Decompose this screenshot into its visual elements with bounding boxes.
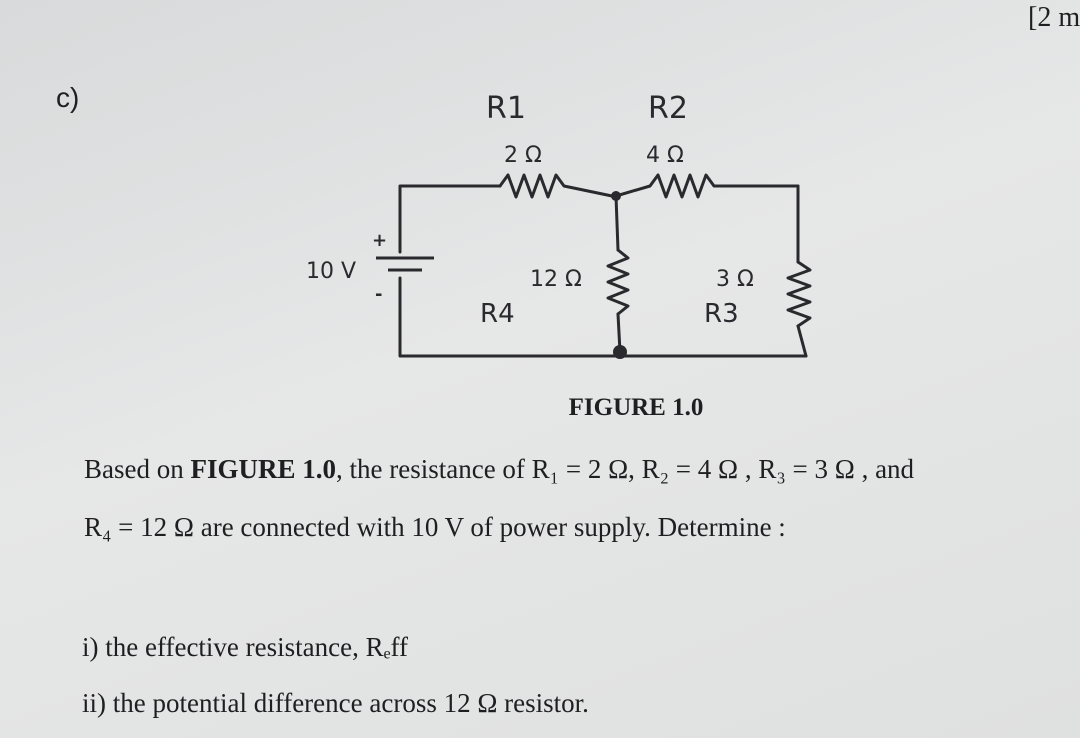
figure-caption: FIGURE 1.0 (568, 394, 704, 421)
wire-middle-top (614, 194, 620, 252)
wire-left-top (398, 184, 502, 254)
r4-name: R4 (480, 299, 515, 329)
figure-reference: FIGURE 1.0 (190, 454, 336, 484)
resistor-r1 (498, 173, 614, 199)
question-item-2: ii) the potential difference across 12 Ω… (82, 688, 589, 718)
junction-bottom (613, 345, 627, 359)
paragraph-line-1-end: , the resistance of R₁ = 2 Ω, R₂ = 4 Ω ,… (336, 454, 915, 484)
r1-value: 2 Ω (504, 143, 542, 168)
r1-name: R1 (486, 91, 526, 126)
resistor-r3 (786, 260, 812, 328)
paragraph-line-2: R₄ = 12 Ω are connected with 10 V of pow… (84, 512, 786, 542)
r3-name: R3 (704, 299, 739, 329)
wire-right-bottom (796, 324, 808, 358)
resistor-r2 (614, 173, 800, 199)
paragraph-line-1: Based on FIGURE 1.0, the resistance of R… (84, 454, 914, 485)
source-plus: + (372, 230, 387, 251)
r4-value: 12 Ω (530, 267, 582, 292)
r3-value: 3 Ω (716, 267, 754, 292)
battery (376, 256, 434, 272)
question-item-1: i) the effective resistance, Rₑff (82, 632, 409, 662)
junction-top (611, 191, 621, 201)
source-minus: - (375, 284, 382, 305)
source-label: 10 V (306, 259, 356, 284)
r2-value: 4 Ω (646, 143, 684, 168)
wire-bottom (398, 276, 808, 358)
paragraph-line-1-start: Based on (84, 454, 191, 484)
marks-label: [2 m (1028, 2, 1080, 33)
r2-name: R2 (648, 91, 688, 126)
resistor-r4 (606, 248, 630, 316)
question-label: c) (56, 82, 80, 113)
